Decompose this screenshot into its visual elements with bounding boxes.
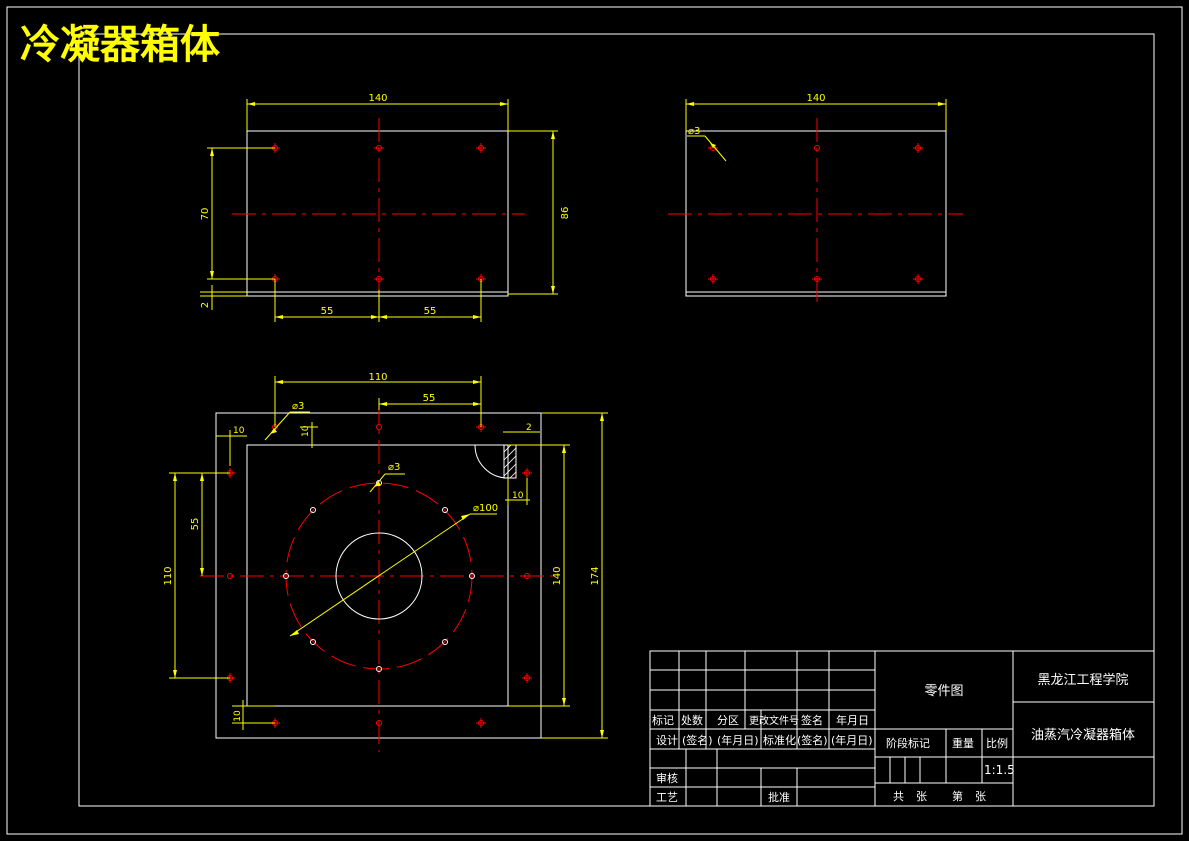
hole [376,720,382,726]
tb-weight: 重量 [952,736,974,750]
dim-top-span-v: 110 [163,566,174,585]
tb-stage-mark: 阶段标记 [886,736,930,750]
tb-design: 设计 [656,734,678,747]
hole [524,573,530,579]
dim-top-corner-hole-dia: ⌀3 [292,401,304,412]
dim-top-hole-span: 110 [368,372,387,383]
tb-sign2: (签名) [797,733,828,747]
dim-top-edge-left: 10 [233,426,245,436]
tb-review: 审核 [656,771,678,785]
top-view-circle-holes [283,480,475,672]
title-block [649,650,1155,807]
hole [310,507,316,513]
dim-front-height: 86 [560,207,571,220]
tb-part-name: 油蒸汽冷凝器箱体 [1031,727,1135,743]
hole [376,424,382,430]
side-view: 140 ⌀3 [668,93,963,305]
hole [469,573,475,579]
hole [376,666,382,672]
side-view-holes [708,143,923,284]
dim-top-edge-top: 10 [301,425,311,437]
tb-institution: 黑龙江工程学院 [1037,672,1128,688]
tb-scale-value: 1:1.5 [984,763,1015,777]
tb-date1: (年月日) [717,733,759,747]
front-view-holes [270,143,486,284]
tb-scale-label: 比例 [986,736,1008,750]
dim-top-outer-height: 174 [590,566,601,585]
dim-front-pitch-right: 55 [424,306,437,317]
tb-mark: 标记 [652,713,674,727]
tb-change-doc: 更改文件号 [749,714,799,727]
tb-zone: 分区 [717,714,739,727]
dim-side-hole-dia: ⌀3 [688,126,700,137]
sheet-border-outer [6,6,1183,835]
dim-front-width: 140 [368,93,387,104]
dim-top-half-span: 55 [423,393,436,404]
tb-sheet-num: 第 [952,789,963,803]
tb-process: 工艺 [656,791,678,804]
dim-side-width: 140 [806,93,825,104]
tb-date: 年月日 [836,713,869,727]
top-view-dimensions [169,376,608,739]
tb-sheets-unit: 张 [916,790,927,803]
dim-top-wall: 2 [526,423,532,433]
tb-standardize: 标准化 [763,733,796,747]
hole [310,639,316,645]
hole [814,145,820,151]
front-view: 140 86 70 2 55 55 [200,93,571,322]
tb-sheet-num-unit: 张 [975,790,986,803]
hole [442,639,448,645]
tb-drawing-type: 零件图 [924,684,963,699]
dim-top-inner-gap: 10 [512,491,524,501]
front-view-arrows [210,102,555,319]
tb-count: 处数 [681,714,703,727]
dim-top-circle-hole-dia: ⌀3 [388,462,400,473]
dim-front-pitch-left: 55 [321,306,334,317]
dim-top-inner-height: 140 [552,566,563,585]
tb-signature: 签名 [801,713,823,727]
hole [227,573,233,579]
side-view-dimensions [685,99,947,162]
hole [283,573,289,579]
dim-top-bottom-edge: 10 [233,710,243,722]
hole [442,507,448,513]
top-view: 110 55 ⌀3 10 10 2 10 ⌀3 ⌀100 55 110 140 … [163,372,608,752]
tb-approve: 批准 [768,790,790,804]
tb-date2: (年月日) [831,733,873,747]
tb-sign1: (签名) [682,733,713,747]
dim-front-hole-spacing: 70 [200,208,211,221]
top-view-center-opening [335,532,423,620]
top-view-corner-fillet [474,444,509,479]
dim-top-circle-dia: ⌀100 [473,503,498,514]
tb-sheets-total: 共 [893,790,904,803]
top-view-bolt-circle [285,482,473,670]
sheet-border-inner [78,33,1155,807]
dim-front-bottom-gap: 2 [200,302,211,308]
dim-top-pitch-v: 55 [190,518,201,531]
drawing-title: 冷凝器箱体 [20,21,220,68]
